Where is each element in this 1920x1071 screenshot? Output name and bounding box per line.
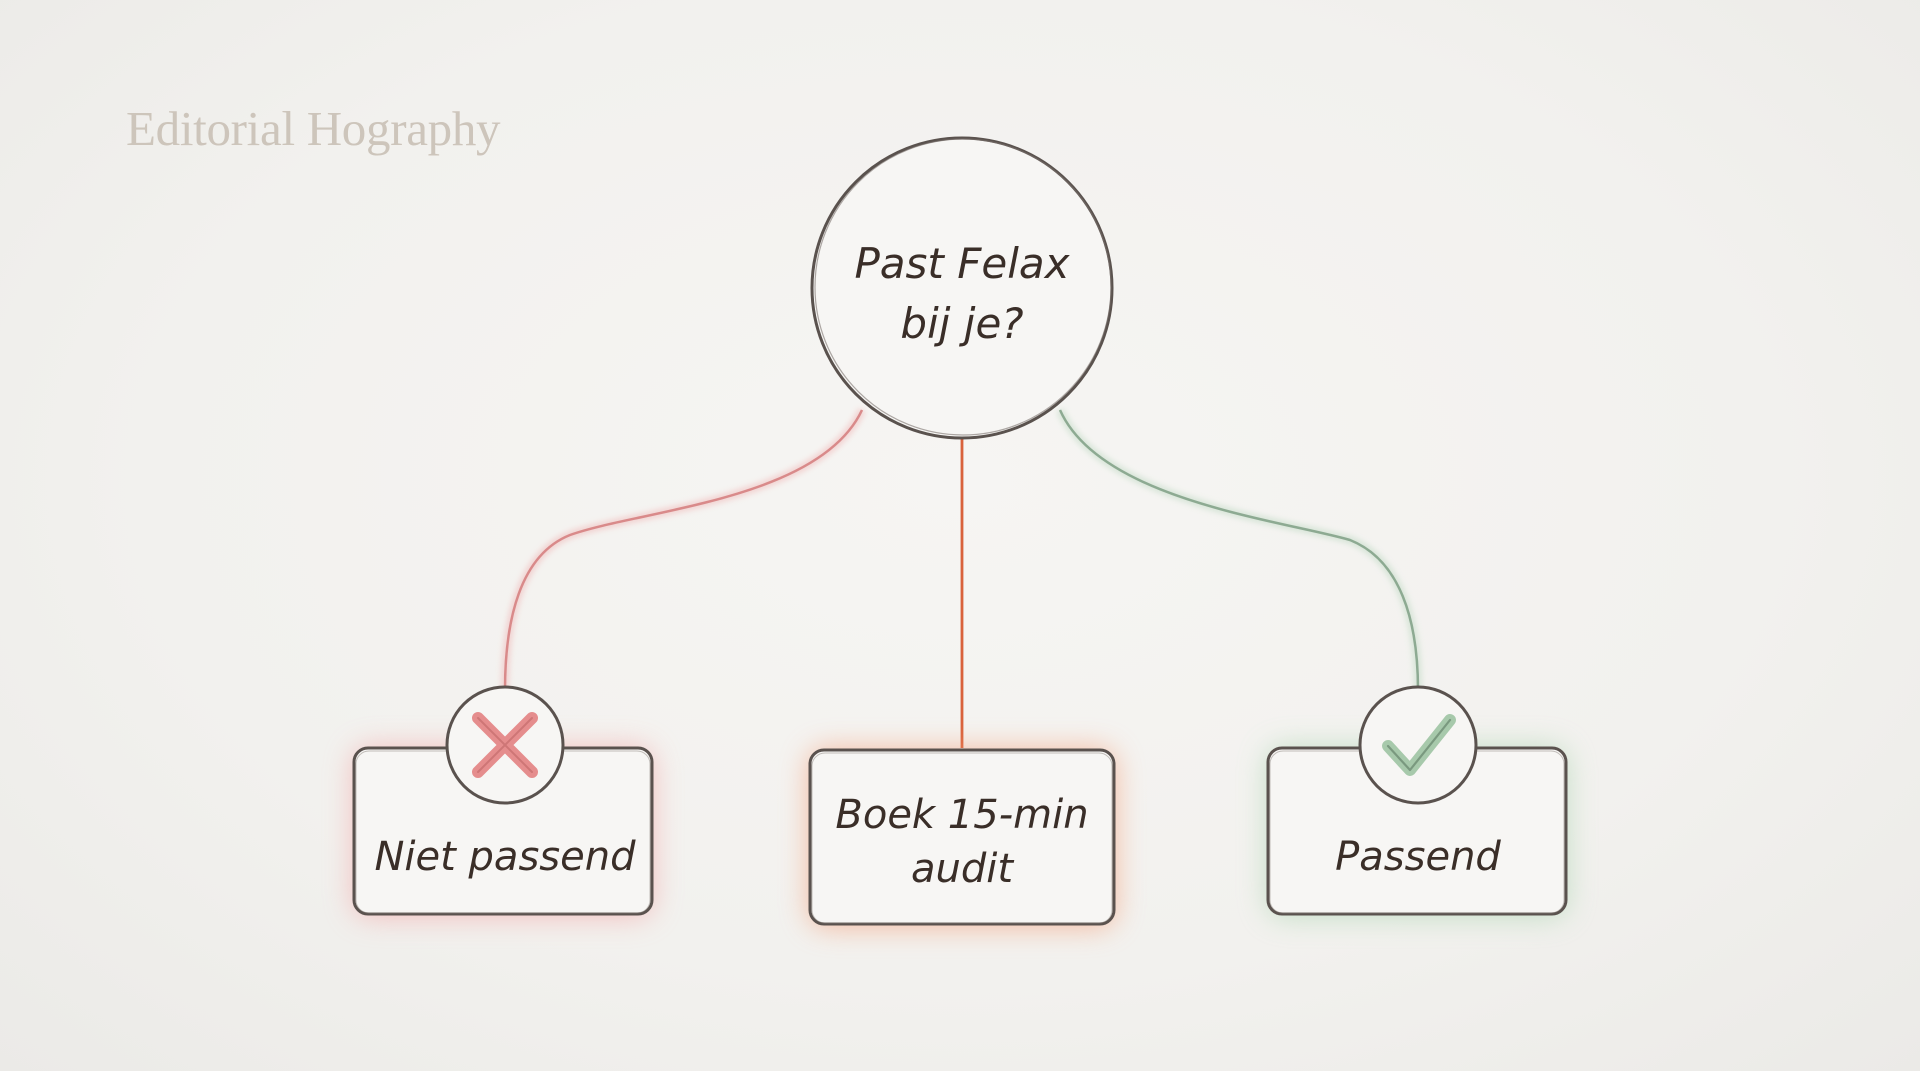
option-label-boek-audit-line-2: audit — [911, 846, 1014, 892]
option-passend: Passend — [1266, 685, 1568, 918]
option-label-passend: Passend — [1335, 834, 1501, 880]
cross-icon — [472, 712, 538, 778]
connector-right — [1056, 408, 1422, 691]
option-boek-audit: Boek 15-min audit — [808, 748, 1116, 928]
option-niet-passend: Niet passend — [352, 685, 654, 918]
question-line-1: Past Felax — [854, 239, 1070, 288]
check-icon — [1382, 714, 1456, 776]
connector-left — [501, 408, 866, 691]
option-label-niet-passend: Niet passend — [375, 834, 637, 880]
question-node: Past Felax bij je? — [810, 136, 1114, 440]
question-line-2: bij je? — [900, 299, 1023, 348]
option-label-boek-audit-line-1: Boek 15-min — [835, 792, 1088, 838]
brand-logo: Editorial Hography — [126, 101, 501, 156]
